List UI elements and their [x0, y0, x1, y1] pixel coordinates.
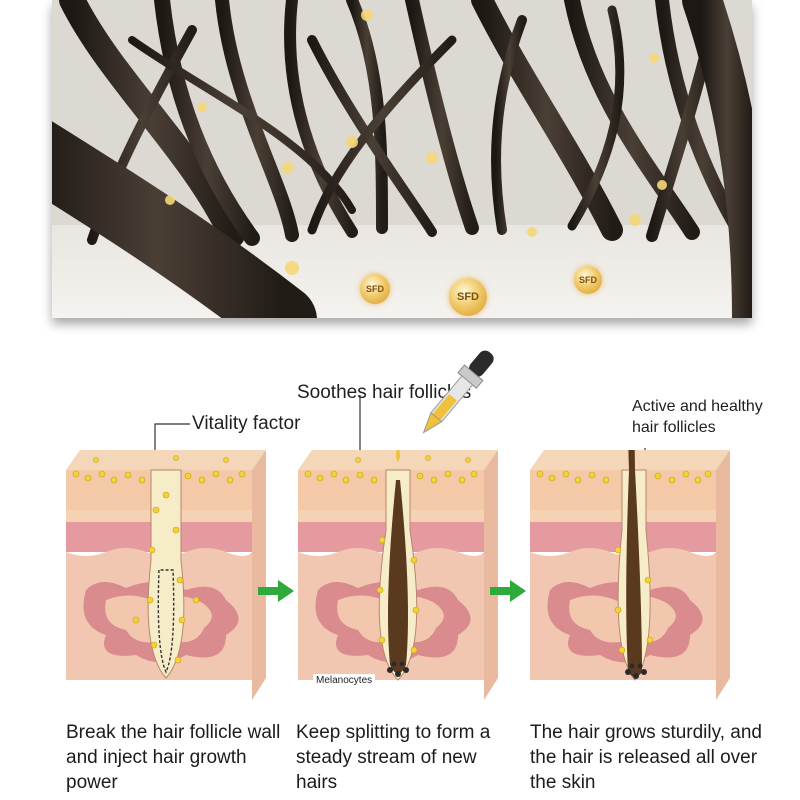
caption-stage-1: Break the hair follicle wall and inject … — [66, 722, 281, 793]
hair-strands-illustration — [52, 0, 752, 318]
sfd-bubble: SFD — [449, 278, 487, 316]
sfd-bubble: SFD — [360, 274, 390, 304]
skin-block-stage-2 — [298, 450, 498, 700]
right-arrow-icon — [258, 580, 294, 602]
caption-stage-3: The hair grows sturdily, and the hair is… — [530, 722, 762, 793]
label-soothes-hair-follicles: Soothes hair follicles — [297, 382, 472, 403]
label-melanocytes: Melanocytes — [313, 674, 376, 687]
hero-photo-hair-closeup: SFD SFD SFD — [52, 0, 752, 318]
label-vitality-factor: Vitality factor — [192, 413, 301, 434]
dropper-icon — [422, 350, 494, 434]
hair-growth-diagram: Vitality factor Soothes hair follicles A… — [0, 340, 800, 800]
sfd-bubble: SFD — [574, 266, 602, 294]
caption-stage-2: Keep splitting to form a steady stream o… — [296, 722, 491, 793]
label-active-healthy-follicles: Active and healthy hair follicles — [632, 398, 763, 436]
skin-block-stage-1 — [66, 450, 266, 700]
skin-block-stage-3 — [530, 450, 730, 700]
right-arrow-icon — [490, 580, 526, 602]
